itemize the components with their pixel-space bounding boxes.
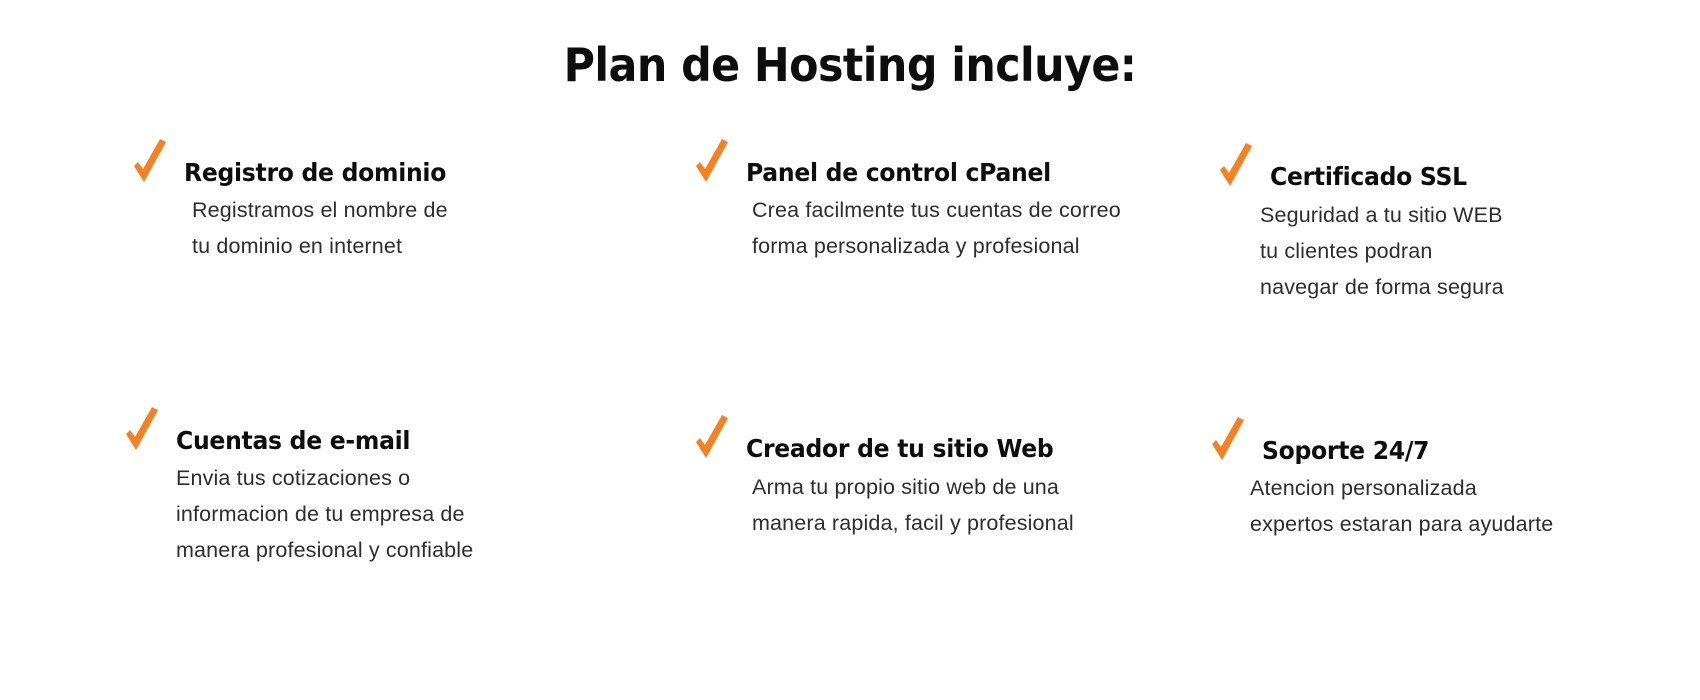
feature-description-line: Seguridad a tu sitio WEB [1260, 203, 1503, 227]
features-grid: Registro de dominio Registramos el nombr… [0, 139, 1700, 568]
feature-description-line: Arma tu propio sitio web de una [752, 475, 1060, 499]
feature-item-certificado-ssl: Certificado SSL Seguridad a tu sitio WEB… [1202, 143, 1700, 400]
feature-item-cuentas-de-e-mail: Cuentas de e-mail Envia tus cotizaciones… [112, 400, 632, 568]
feature-title: Creador de tu sitio Web [746, 434, 1054, 463]
feature-description-line: navegar de forma segura [1260, 275, 1504, 299]
feature-description-line: expertos estaran para ayudarte [1250, 512, 1554, 536]
feature-header: Cuentas de e-mail [120, 407, 632, 456]
feature-description-line: forma personalizada y profesional [752, 234, 1080, 258]
feature-description-line: Atencion personalizada [1250, 476, 1477, 500]
feature-header: Soporte 24/7 [1202, 417, 1700, 466]
feature-header: Creador de tu sitio Web [632, 415, 1202, 464]
check-mark-icon [1206, 414, 1250, 466]
feature-item-soporte-24-7: Soporte 24/7 Atencion personalizada expe… [1202, 400, 1700, 568]
feature-item-registro-de-dominio: Registro de dominio Registramos el nombr… [112, 139, 632, 400]
feature-description-line: Registramos el nombre de [192, 198, 448, 222]
feature-header: Certificado SSL [1202, 143, 1700, 192]
feature-title: Soporte 24/7 [1262, 436, 1430, 465]
feature-description-line: informacion de tu empresa de [176, 502, 465, 526]
feature-description: Registramos el nombre de tu dominio en i… [128, 192, 632, 264]
check-mark-icon [128, 136, 172, 188]
check-mark-icon [120, 404, 164, 456]
feature-description-line: Crea facilmente tus cuentas de correo [752, 198, 1121, 222]
feature-title: Panel de control cPanel [746, 158, 1051, 187]
feature-header: Registro de dominio [128, 139, 632, 188]
feature-description-line: tu clientes podran [1260, 239, 1433, 263]
feature-item-panel-de-control-cpanel: Panel de control cPanel Crea facilmente … [632, 139, 1202, 400]
feature-description: Seguridad a tu sitio WEB tu clientes pod… [1202, 197, 1700, 305]
check-mark-icon [690, 412, 734, 464]
check-mark-icon [1214, 140, 1258, 192]
feature-description: Atencion personalizada expertos estaran … [1202, 470, 1700, 542]
feature-description-line: manera rapida, facil y profesional [752, 511, 1074, 535]
feature-title: Certificado SSL [1270, 162, 1467, 191]
feature-description: Arma tu propio sitio web de una manera r… [632, 469, 1202, 541]
page-title: Plan de Hosting incluye: [563, 38, 1137, 92]
feature-description: Envia tus cotizaciones o informacion de … [120, 460, 632, 568]
feature-header: Panel de control cPanel [632, 139, 1202, 188]
check-mark-icon [690, 136, 734, 188]
feature-title: Cuentas de e-mail [176, 426, 411, 455]
feature-title: Registro de dominio [184, 158, 447, 187]
feature-description-line: Envia tus cotizaciones o [176, 466, 411, 490]
feature-description-line: manera profesional y confiable [176, 538, 474, 562]
feature-description-line: tu dominio en internet [192, 234, 403, 258]
feature-item-creador-de-tu-sitio-web: Creador de tu sitio Web Arma tu propio s… [632, 400, 1202, 568]
feature-description: Crea facilmente tus cuentas de correo fo… [632, 192, 1202, 264]
